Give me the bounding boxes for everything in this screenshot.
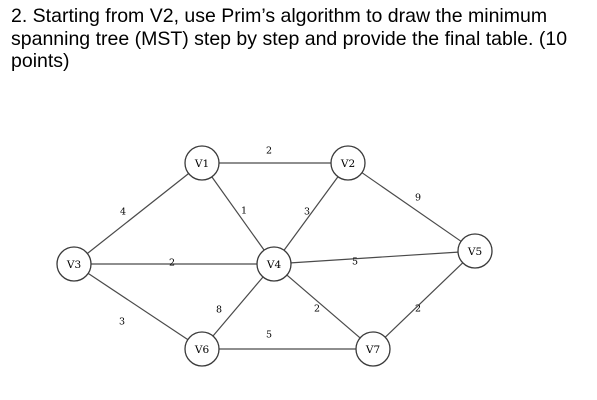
node-label: V4 <box>266 259 282 271</box>
edge-v1-v4 <box>211 176 265 251</box>
node-label: V5 <box>467 246 482 258</box>
edge-weight-v1-v2: 2 <box>266 146 272 157</box>
node-label: V7 <box>365 344 380 356</box>
edge-v2-v4 <box>283 176 339 251</box>
edge-v2-v5 <box>361 172 462 242</box>
node-label: V2 <box>340 158 355 170</box>
question-text: 2. Starting from V2, use Prim’s algorith… <box>11 5 568 72</box>
node-v5: V5 <box>457 233 493 269</box>
edge-weight-v1-v3: 4 <box>120 207 126 218</box>
node-circle <box>56 246 92 282</box>
node-v2: V2 <box>330 145 366 181</box>
node-v4: V4 <box>256 246 292 282</box>
node-label: V1 <box>194 158 209 170</box>
node-v3: V3 <box>56 246 92 282</box>
edge-weight-v3-v6: 3 <box>119 317 125 328</box>
edge-weight-v1-v4: 1 <box>241 206 247 217</box>
edge-weight-v2-v4: 3 <box>304 207 310 218</box>
edge-v4-v7 <box>286 274 361 339</box>
edge-weight-v6-v7: 5 <box>266 330 272 341</box>
edge-v4-v6 <box>212 276 264 337</box>
edge-v4-v5 <box>290 251 459 264</box>
edge-weight-v2-v5: 9 <box>415 193 421 204</box>
edges-layer <box>86 162 464 350</box>
edge-v3-v6 <box>87 272 189 341</box>
node-circle <box>256 246 292 282</box>
node-v7: V7 <box>355 331 391 367</box>
node-label: V6 <box>194 344 210 356</box>
edge-weight-v4-v7: 2 <box>314 304 320 315</box>
weights-layer: 2 4 1 3 9 2 3 5 8 2 5 2 <box>119 146 421 341</box>
node-circle <box>355 331 391 367</box>
edge-v5-v7 <box>384 262 464 338</box>
edge-weight-v3-v4: 2 <box>169 258 175 269</box>
edge-weight-v5-v7: 2 <box>415 304 421 315</box>
edge-weight-v4-v6: 8 <box>216 305 222 316</box>
node-label: V3 <box>66 259 81 271</box>
node-circle <box>457 233 493 269</box>
node-circle <box>184 331 220 367</box>
node-circle <box>184 145 220 181</box>
edge-weight-v4-v5: 5 <box>352 257 358 268</box>
node-v1: V1 <box>184 145 220 181</box>
node-v6: V6 <box>184 331 220 367</box>
edge-v1-v3 <box>86 173 190 254</box>
node-circle <box>330 145 366 181</box>
